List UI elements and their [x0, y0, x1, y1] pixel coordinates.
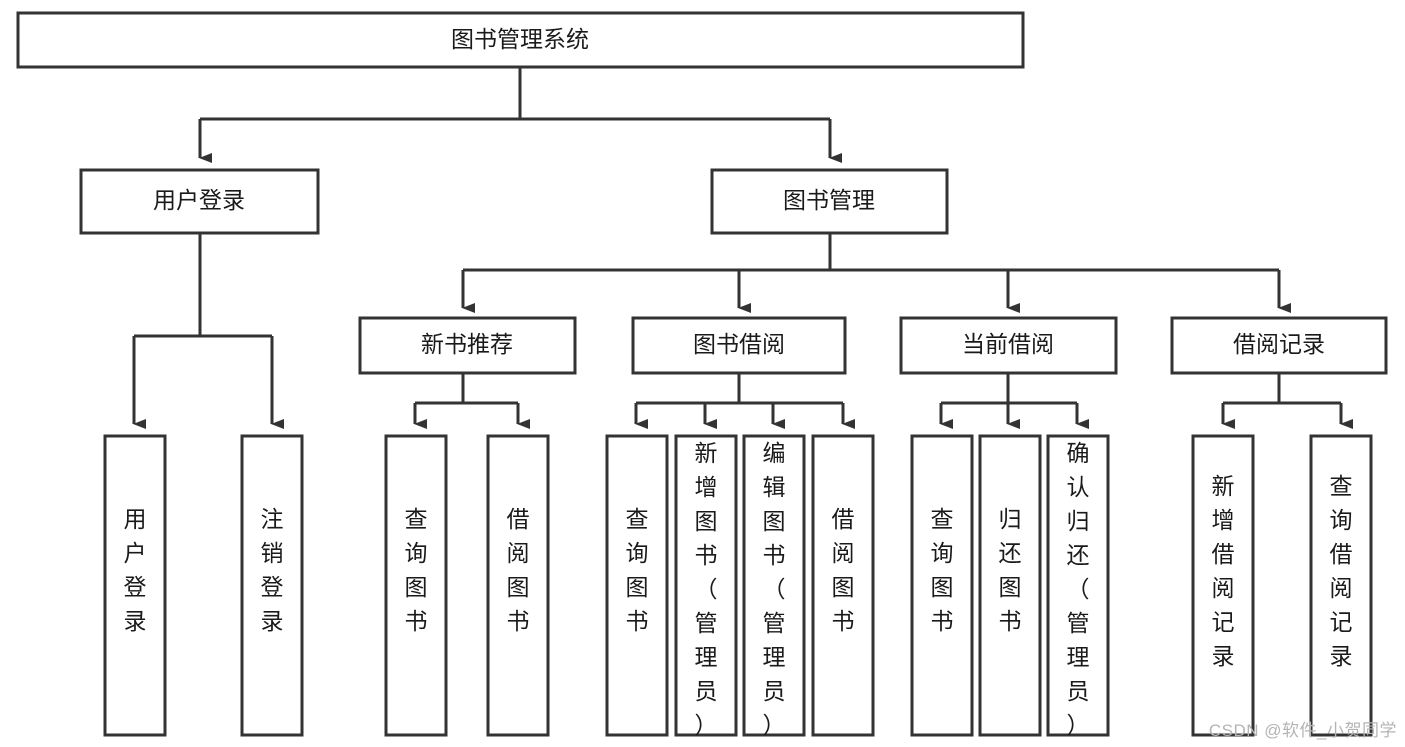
node-leaf-borrow-book-1-box[interactable]: [486, 434, 550, 737]
node-leaf-user-login[interactable]: 用户登录: [103, 434, 167, 737]
node-leaf-logout[interactable]: 注销登录: [240, 434, 304, 737]
node-book-borrow-label: 图书借阅: [693, 331, 785, 357]
node-leaf-query-borrow-record-label: 查询借阅记录: [1330, 473, 1353, 669]
node-leaf-borrow-book-2[interactable]: 借阅图书: [811, 434, 875, 737]
node-new-book-recommend[interactable]: 新书推荐: [358, 316, 577, 375]
node-leaf-borrow-book-1-label: 借阅图书: [507, 506, 530, 634]
node-current-borrow[interactable]: 当前借阅: [899, 316, 1118, 375]
node-leaf-query-borrow-record[interactable]: 查询借阅记录: [1309, 434, 1373, 737]
node-leaf-confirm-return-admin-label: 确认归还（管理员）: [1067, 440, 1090, 738]
node-leaf-query-book-3-label: 查询图书: [931, 506, 954, 634]
node-borrow-records[interactable]: 借阅记录: [1170, 316, 1388, 375]
node-leaf-query-book-3-box[interactable]: [910, 434, 974, 737]
connectors-newbooks-to-leaves: [413, 373, 530, 429]
node-leaf-edit-book-admin[interactable]: 编辑图书（管理员）: [742, 434, 806, 738]
node-root[interactable]: 图书管理系统: [16, 11, 1025, 69]
node-leaf-query-book-1[interactable]: 查询图书: [384, 434, 448, 737]
node-leaf-edit-book-admin-label: 编辑图书（管理员）: [763, 440, 786, 738]
node-leaf-return-book[interactable]: 归还图书: [978, 434, 1042, 737]
node-new-book-recommend-label: 新书推荐: [421, 331, 513, 357]
node-book-borrow[interactable]: 图书借阅: [631, 316, 847, 375]
node-leaf-borrow-book-2-label: 借阅图书: [832, 506, 855, 634]
connectors-bookmgmt-to-level3: [461, 233, 1291, 313]
node-borrow-records-label: 借阅记录: [1233, 331, 1325, 357]
node-leaf-query-book-2-box[interactable]: [605, 434, 669, 737]
node-leaf-add-book-admin-label: 新增图书（管理员）: [695, 440, 718, 738]
node-root-label: 图书管理系统: [451, 26, 589, 52]
node-leaf-add-book-admin-box[interactable]: [674, 434, 738, 737]
node-leaf-query-book-2-label: 查询图书: [626, 506, 649, 634]
node-user-login[interactable]: 用户登录: [79, 168, 320, 235]
node-leaf-logout-box[interactable]: [240, 434, 304, 737]
connectors-borrow-to-leaves: [634, 373, 855, 429]
node-book-management-box[interactable]: [710, 168, 949, 235]
node-leaf-return-book-box[interactable]: [978, 434, 1042, 737]
node-leaf-query-book-1-label: 查询图书: [405, 506, 428, 634]
node-user-login-box[interactable]: [79, 168, 320, 235]
node-leaf-add-book-admin[interactable]: 新增图书（管理员）: [674, 434, 738, 738]
node-root-box[interactable]: [16, 11, 1025, 69]
node-current-borrow-label: 当前借阅: [962, 331, 1054, 357]
node-leaf-return-book-label: 归还图书: [999, 506, 1022, 634]
node-leaf-add-borrow-record-box[interactable]: [1191, 434, 1255, 737]
node-leaf-confirm-return-admin-box[interactable]: [1046, 434, 1110, 737]
node-borrow-records-box[interactable]: [1170, 316, 1388, 375]
node-leaf-query-book-3[interactable]: 查询图书: [910, 434, 974, 737]
node-book-borrow-box[interactable]: [631, 316, 847, 375]
node-leaf-borrow-book-2-box[interactable]: [811, 434, 875, 737]
node-leaf-edit-book-admin-box[interactable]: [742, 434, 806, 737]
node-leaf-query-book-1-box[interactable]: [384, 434, 448, 737]
node-leaf-add-borrow-record[interactable]: 新增借阅记录: [1191, 434, 1255, 737]
node-leaf-user-login-label: 用户登录: [124, 506, 147, 634]
connectors-userlogin-to-leaves: [132, 233, 284, 429]
node-current-borrow-box[interactable]: [899, 316, 1118, 375]
node-book-management[interactable]: 图书管理: [710, 168, 949, 235]
connectors-root-to-level2: [198, 67, 842, 163]
node-leaf-query-book-2[interactable]: 查询图书: [605, 434, 669, 737]
node-leaf-user-login-box[interactable]: [103, 434, 167, 737]
node-user-login-label: 用户登录: [153, 187, 245, 213]
node-new-book-recommend-box[interactable]: [358, 316, 577, 375]
node-leaf-borrow-book-1[interactable]: 借阅图书: [486, 434, 550, 737]
node-book-management-label: 图书管理: [783, 187, 875, 213]
node-leaf-logout-label: 注销登录: [261, 506, 284, 634]
connectors-current-to-leaves: [939, 373, 1089, 429]
node-leaf-add-borrow-record-label: 新增借阅记录: [1212, 473, 1235, 669]
node-leaf-confirm-return-admin[interactable]: 确认归还（管理员）: [1046, 434, 1110, 738]
connectors-records-to-leaves: [1221, 373, 1353, 429]
node-leaf-query-borrow-record-box[interactable]: [1309, 434, 1373, 737]
